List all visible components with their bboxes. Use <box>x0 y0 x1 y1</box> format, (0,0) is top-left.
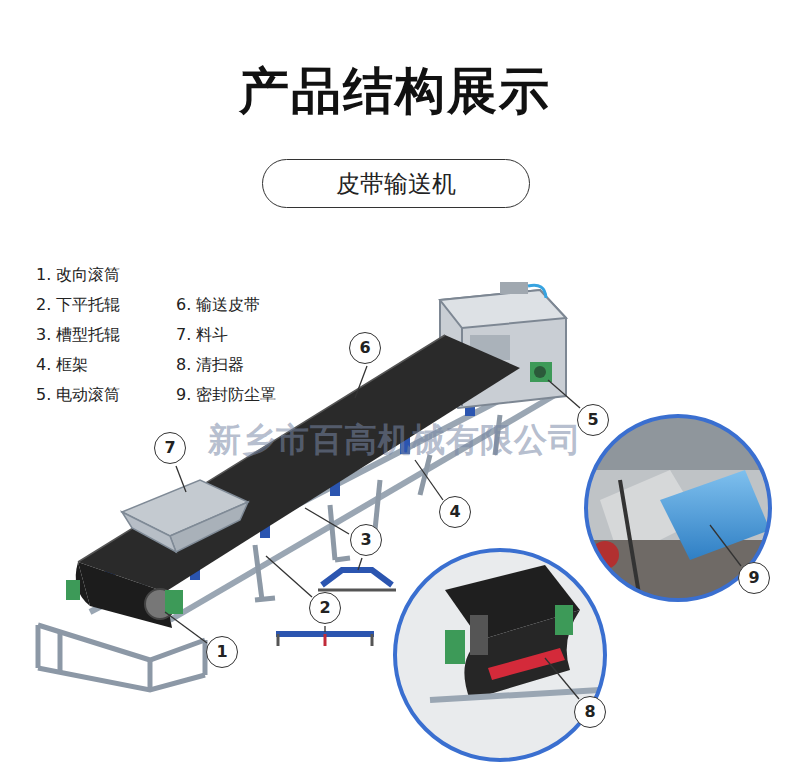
part-name: 5. 电动滚筒 <box>36 385 120 406</box>
part-name: 1. 改向滚筒 <box>36 265 120 286</box>
callout-number: 8 <box>574 696 606 728</box>
part-name: 6. 输送皮带 <box>176 295 260 316</box>
pill-text: 皮带输送机 <box>336 168 456 200</box>
part-name: 4. 框架 <box>36 355 88 376</box>
callout-number: 6 <box>349 332 381 364</box>
part-name: 7. 料斗 <box>176 325 228 346</box>
callout-number: 4 <box>439 496 471 528</box>
callout-number: 3 <box>350 524 382 556</box>
subtitle-pill: 皮带输送机 <box>262 159 530 208</box>
part-name: 8. 清扫器 <box>176 355 244 376</box>
part-name: 9. 密封防尘罩 <box>176 385 276 406</box>
watermark: 新乡市百高机械有限公司 <box>208 418 582 463</box>
part-name: 2. 下平托辊 <box>36 295 120 316</box>
callout-number: 7 <box>154 432 186 464</box>
callout-number: 1 <box>206 636 238 668</box>
part-name: 3. 槽型托辊 <box>36 325 120 346</box>
callout-number: 2 <box>309 592 341 624</box>
page-title: 产品结构展示 <box>239 58 551 125</box>
callout-number: 9 <box>738 562 770 594</box>
